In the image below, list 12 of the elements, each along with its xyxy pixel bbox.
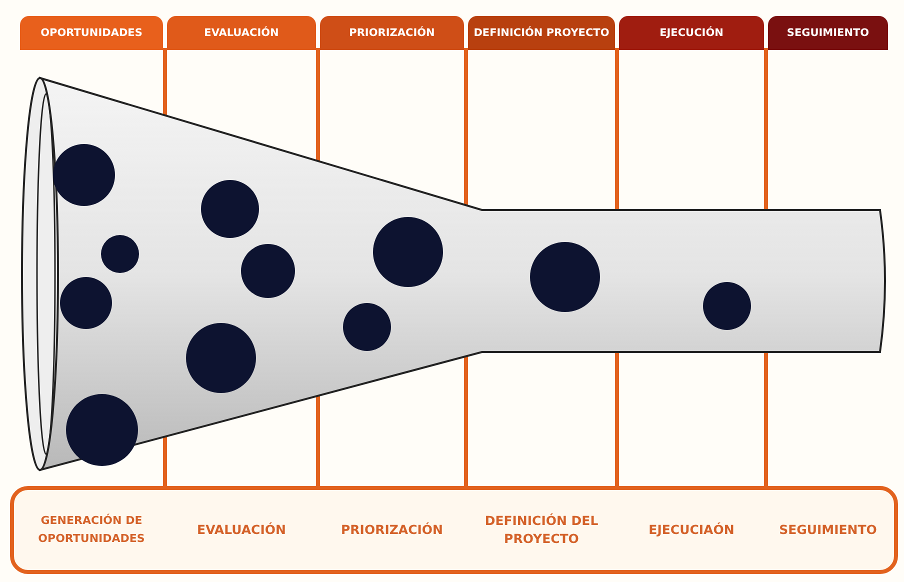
stage-cell: DEFINICIÓN DEL PROYECTO (470, 492, 613, 568)
stage-cell: GENERACIÓN DE OPORTUNIDADES (22, 492, 161, 568)
stage-cell: PRIORIZACIÓN (322, 492, 462, 568)
stage-tab: PRIORIZACIÓN (320, 16, 464, 50)
stage-cell: EJECUCIAÓN (621, 492, 762, 568)
stage-cell: EVALUACIÓN (169, 492, 314, 568)
stage-tab: OPORTUNIDADES (20, 16, 163, 50)
stage-tab: EVALUACIÓN (167, 16, 316, 50)
stage-tab: SEGUIMIENTO (768, 16, 888, 50)
stage-tab: EJECUCIÓN (619, 16, 764, 50)
stage-tab: DEFINICIÓN PROYECTO (468, 16, 615, 50)
stage-cell: SEGUIMIENTO (770, 492, 886, 568)
